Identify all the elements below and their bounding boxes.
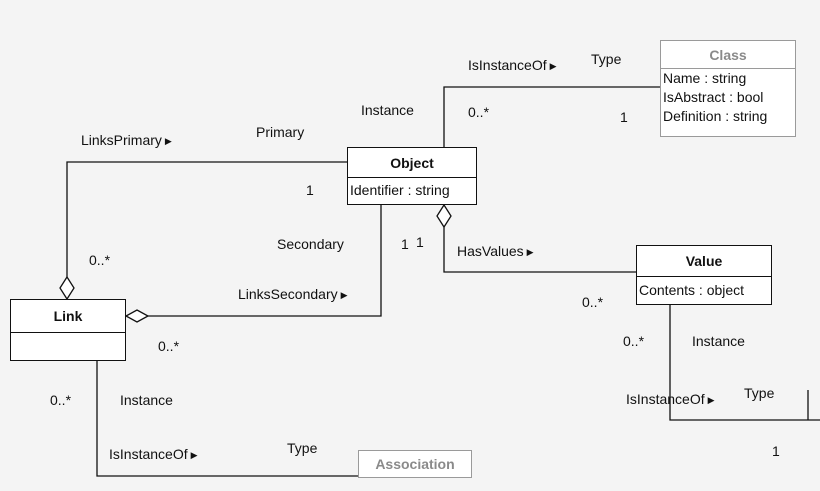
value-box[interactable]: Value Contents : object	[636, 245, 772, 305]
value-name: Value	[637, 246, 771, 277]
multiplicity-label: 1	[772, 443, 780, 459]
association-name: LinksSecondary	[238, 286, 338, 302]
class-name: Class	[661, 41, 795, 69]
value-attribute: Contents : object	[639, 282, 745, 298]
right-triangle-icon: ▶	[707, 395, 715, 405]
link-box[interactable]: Link	[10, 299, 126, 361]
class-attribute: Definition : string	[663, 108, 768, 124]
multiplicity-label: 1	[306, 182, 314, 198]
association-name: HasValues	[457, 243, 524, 259]
multiplicity-label: 1	[620, 109, 628, 125]
role-label: Instance	[120, 392, 173, 408]
association-label: IsInstanceOf▶	[626, 391, 715, 409]
role-label: Type	[287, 440, 318, 456]
association-label: IsInstanceOf▶	[109, 446, 198, 464]
role-label: Type	[591, 51, 622, 67]
hollow-diamond-icon	[436, 203, 452, 229]
multiplicity-label: 0..*	[582, 294, 604, 310]
object-box[interactable]: Object Identifier : string	[347, 147, 477, 205]
multiplicity-label: 0..*	[50, 392, 72, 408]
link-primary-connector	[66, 161, 347, 277]
class-attribute: Name : string	[663, 70, 747, 86]
link-name: Link	[11, 300, 125, 333]
has-values-connector	[443, 227, 636, 273]
object-class-connector	[443, 86, 660, 147]
role-label: Primary	[256, 124, 305, 140]
association-name: LinksPrimary	[81, 132, 162, 148]
role-label: Instance	[692, 333, 745, 349]
multiplicity-label: 0..*	[623, 333, 645, 349]
object-name: Object	[348, 148, 476, 178]
class-box[interactable]: Class Name : string IsAbstract : bool De…	[660, 40, 796, 137]
hollow-diamond-icon	[124, 309, 150, 323]
hollow-diamond-icon	[59, 275, 75, 301]
association-name: IsInstanceOf	[468, 57, 547, 73]
link-association-connector	[96, 361, 358, 477]
right-triangle-icon: ▶	[526, 247, 534, 257]
association-name: Association	[375, 456, 455, 472]
role-label: Instance	[361, 102, 414, 118]
role-label: Secondary	[277, 236, 344, 252]
value-type-connector	[669, 305, 820, 421]
association-label: HasValues▶	[457, 243, 534, 261]
association-box[interactable]: Association	[358, 450, 472, 478]
role-label: Type	[744, 385, 775, 401]
class-attribute: IsAbstract : bool	[663, 89, 764, 105]
multiplicity-label: 1	[416, 234, 424, 250]
right-triangle-icon: ▶	[549, 61, 557, 71]
multiplicity-label: 0..*	[158, 338, 180, 354]
association-name: IsInstanceOf	[109, 446, 188, 462]
link-secondary-connector	[148, 205, 382, 317]
right-triangle-icon: ▶	[340, 290, 348, 300]
multiplicity-label: 1	[401, 236, 409, 252]
association-label: IsInstanceOf▶	[468, 57, 557, 75]
multiplicity-label: 0..*	[89, 252, 111, 268]
multiplicity-label: 0..*	[468, 104, 490, 120]
association-label: LinksPrimary▶	[81, 132, 172, 150]
right-triangle-icon: ▶	[164, 136, 172, 146]
association-label: LinksSecondary▶	[238, 286, 348, 304]
object-attribute: Identifier : string	[350, 182, 450, 198]
association-name: IsInstanceOf	[626, 391, 705, 407]
right-triangle-icon: ▶	[190, 450, 198, 460]
